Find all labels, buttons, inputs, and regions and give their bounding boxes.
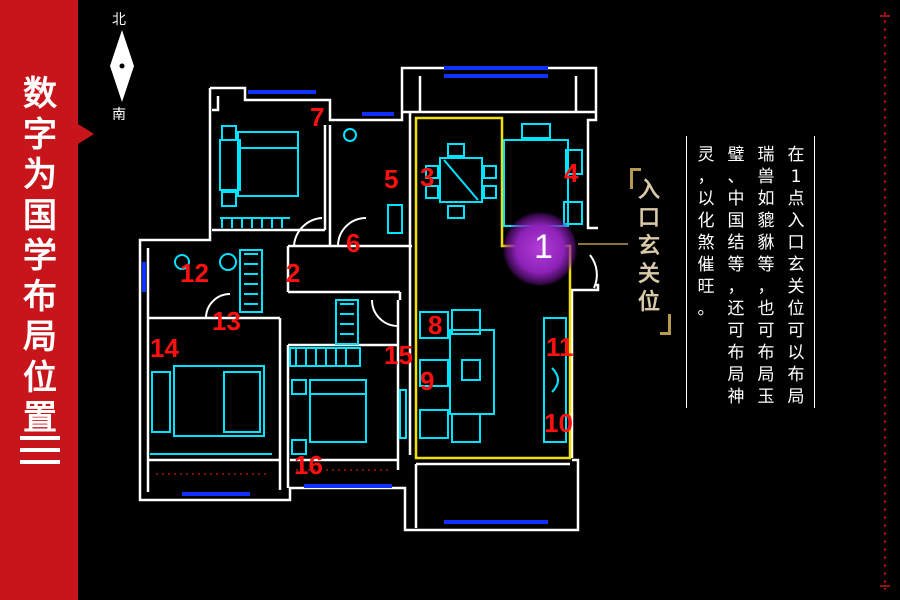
bracket-icon [660, 314, 671, 335]
note-char: 可 [757, 321, 775, 341]
plan-walls [138, 66, 600, 532]
entrance-label: 入 口 玄 关 位 [636, 176, 662, 316]
note-char: 入 [787, 211, 805, 231]
decorative-dashed-line [880, 12, 890, 590]
note-char: 兽 [757, 167, 775, 187]
note-char: 煞 [697, 233, 715, 253]
entrance-label-char: 关 [637, 261, 660, 287]
note-char: 位 [787, 299, 805, 319]
note-char: ， [757, 277, 775, 297]
room-number: 14 [150, 333, 179, 363]
note-char: 玄 [787, 255, 805, 275]
room-number: 4 [564, 158, 579, 188]
note-char: ， [727, 277, 745, 297]
entrance-label-char: 入 [637, 177, 660, 203]
note-char: 也 [757, 299, 775, 319]
furniture [150, 123, 583, 455]
room-number: 5 [384, 164, 398, 194]
compass-icon [110, 30, 134, 102]
note-column: 灵，以化煞催旺。 [692, 144, 720, 320]
floor-hatching [156, 469, 392, 475]
room-number: 6 [346, 228, 360, 258]
note-char: 布 [727, 343, 745, 363]
entrance-glow-marker [503, 212, 577, 286]
banner-pointer-icon [78, 124, 94, 144]
room-number: 2 [286, 258, 300, 288]
entrance-label-char: 口 [637, 205, 660, 231]
bracket-icon [630, 168, 641, 189]
note-char: 。 [697, 299, 715, 319]
room-number: 9 [420, 366, 434, 396]
banner-title-char: 布 [23, 276, 57, 317]
note-char: 局 [787, 387, 805, 407]
note-char: 玉 [757, 387, 775, 407]
entrance-label-char: 玄 [637, 233, 660, 259]
note-char: 旺 [697, 277, 715, 297]
room-number: 7 [310, 102, 324, 132]
banner-title-char: 位 [23, 357, 57, 398]
banner-title-char: 字 [23, 114, 57, 155]
note-char: 中 [727, 189, 745, 209]
room-number: 10 [544, 408, 573, 438]
note-char: 关 [787, 277, 805, 297]
note-char: 国 [727, 211, 745, 231]
note-char: 在 [787, 145, 805, 165]
compass-north-label: 北 [112, 12, 126, 28]
note-char: ， [697, 167, 715, 187]
note-char: 貔 [757, 211, 775, 231]
banner-title-char: 局 [23, 317, 57, 357]
note-char: 貅 [757, 233, 775, 253]
room-number: 8 [428, 310, 442, 340]
note-char: 灵 [697, 145, 715, 165]
note-char: 神 [727, 387, 745, 407]
note-char: 催 [697, 255, 715, 275]
note-char: 还 [727, 299, 745, 319]
room-numbers: 7 5 3 4 6 2 12 13 14 15 8 9 11 10 16 [150, 102, 579, 480]
note-char: 点 [787, 189, 805, 209]
banner-title-char: 学 [23, 236, 57, 276]
note-char: 等 [727, 255, 745, 275]
section-three-mark [20, 432, 60, 470]
note-char: 璧 [727, 145, 745, 165]
room-number: 13 [212, 306, 241, 336]
banner-title: 数 字 为 国 学 布 局 位 置 [18, 74, 62, 439]
room-number: 11 [546, 332, 574, 362]
note-char: 口 [787, 233, 805, 253]
note-char: 局 [727, 365, 745, 385]
room-number: 3 [420, 162, 434, 192]
note-char: 结 [727, 233, 745, 253]
note-char: 、 [727, 167, 745, 187]
note-char: 局 [757, 365, 775, 385]
note-char: 布 [787, 365, 805, 385]
title-banner: 数 字 为 国 学 布 局 位 置 [0, 0, 78, 600]
entrance-label-char: 位 [637, 289, 660, 315]
note-char: 瑞 [757, 145, 775, 165]
door-swings [205, 217, 598, 327]
room-number: 15 [384, 340, 413, 370]
note-char: 如 [757, 189, 775, 209]
banner-title-char: 为 [23, 155, 57, 195]
note-char: 等 [757, 255, 775, 275]
room-number: 16 [294, 450, 323, 480]
note-char: 布 [757, 343, 775, 363]
entrance-number: 1 [534, 228, 553, 266]
note-char: 以 [697, 189, 715, 209]
compass-south-label: 南 [112, 107, 126, 123]
banner-title-char: 数 [23, 74, 57, 114]
windows [142, 66, 548, 524]
banner-title-char: 国 [23, 195, 57, 236]
note-column: 璧、中国结等，还可布局神 [722, 144, 750, 408]
room-number: 12 [180, 258, 209, 288]
note-column: 瑞兽如貔貅等，也可布局玉 [752, 144, 780, 408]
note-char: 可 [727, 321, 745, 341]
note-char: 化 [697, 211, 715, 231]
note-char: 1 [790, 167, 802, 187]
note-char: 以 [787, 343, 805, 363]
banner-title-char: 置 [23, 398, 57, 438]
note-char: 可 [787, 321, 805, 341]
